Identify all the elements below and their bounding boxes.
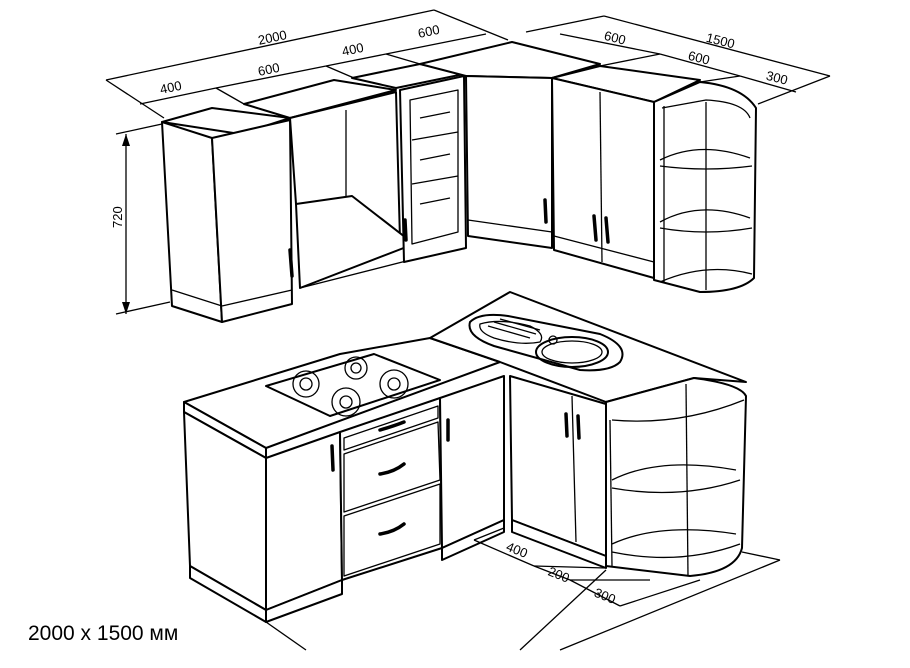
upper-cabinets — [161, 41, 757, 323]
burner — [344, 356, 368, 380]
dim-top-left-600: 600 — [257, 60, 281, 79]
hood-cabinet-top — [243, 79, 397, 119]
size-caption: 2000 x 1500 мм — [28, 622, 179, 645]
burner — [379, 369, 409, 399]
dim-top-mid-400: 400 — [341, 40, 365, 59]
dim-top-left-400: 400 — [159, 78, 183, 97]
dim-top-total-right: 1500 — [705, 30, 737, 52]
plinth — [441, 519, 505, 561]
dim-top-right-300: 300 — [765, 68, 790, 88]
glass-cabinet-front — [399, 75, 467, 263]
drawer-handle — [378, 522, 406, 536]
door-handle — [576, 414, 581, 440]
door-handle — [604, 216, 610, 244]
drawer-handle — [378, 462, 406, 476]
drawer-top — [343, 405, 439, 451]
corner-cabinet-door — [465, 75, 553, 249]
cooktop — [265, 353, 441, 417]
plinth — [265, 579, 343, 623]
glass-door — [409, 89, 459, 245]
upper-left-cabinet-door — [211, 119, 293, 323]
lower-cabinets — [183, 291, 747, 623]
base-left-door — [265, 431, 343, 611]
door-handle — [564, 412, 569, 438]
dim-top-right-600b: 600 — [687, 48, 712, 68]
door-handle — [403, 218, 408, 242]
right-cabinet-front — [551, 77, 655, 279]
dim-top-right-600a: 600 — [603, 28, 628, 48]
dim-top-mid-600: 600 — [417, 22, 441, 41]
door-handle — [592, 214, 598, 242]
burner — [331, 387, 361, 417]
door-handle — [330, 444, 335, 472]
dim-height: 720 — [110, 206, 125, 228]
dimension-lines — [105, 9, 831, 651]
corner-base-door — [439, 375, 505, 549]
dim-bottom-400: 400 — [504, 539, 530, 561]
door-handle — [543, 198, 548, 224]
sink-bowl — [535, 336, 609, 368]
upper-corner-shelf — [653, 81, 757, 293]
burner — [292, 370, 320, 398]
drawer-bottom — [343, 483, 441, 577]
drawer-handle — [378, 420, 406, 432]
lower-corner-shelf — [605, 377, 747, 577]
door-handle — [288, 248, 294, 278]
dim-top-total-left: 2000 — [257, 27, 288, 48]
drawer-middle — [343, 421, 441, 513]
